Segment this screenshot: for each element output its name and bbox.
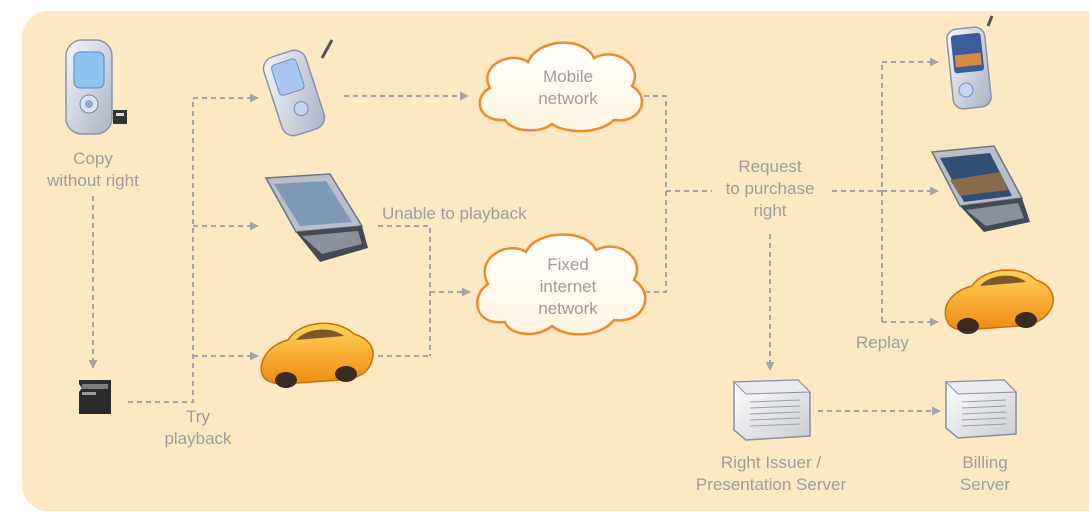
sd-card-icon: [79, 380, 111, 414]
unable-to-playback-label: Unable to playback: [382, 204, 527, 223]
replay-label: Replay: [856, 333, 909, 352]
billing-server-icon: [944, 379, 1018, 439]
replay-car-icon: [944, 269, 1054, 334]
mobile-network-cloud: [478, 41, 644, 133]
flip-phone-icon: [65, 39, 127, 135]
rights-issuer-server-icon: [732, 379, 812, 441]
tablet-pc-icon: [264, 173, 368, 262]
replay-phone-icon: [946, 15, 994, 110]
arrow-mobile-network-to-request: [644, 95, 667, 293]
car-icon: [260, 322, 374, 388]
replay-tablet-icon: [930, 145, 1030, 232]
slide-phone-icon: [262, 39, 334, 137]
arrow-tablet-to-fixed: [378, 225, 431, 356]
rights-issuer-label: Right Issuer /Presentation Server: [695, 453, 847, 494]
fixed-network-cloud: [476, 233, 647, 336]
arrow-card-to-branch: [128, 98, 194, 403]
